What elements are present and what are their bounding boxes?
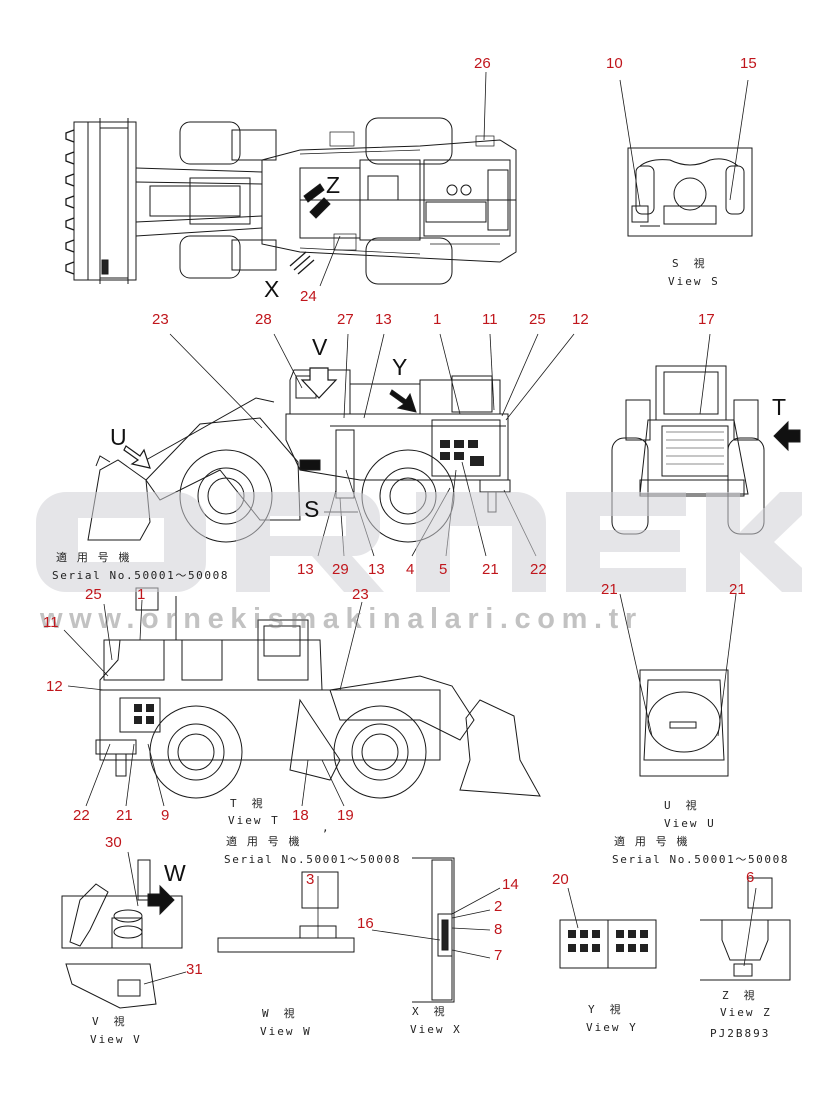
view-u-detail <box>619 593 737 777</box>
view-letter-z: Z <box>326 172 341 198</box>
callout-number: 18 <box>292 807 309 824</box>
view-y-caption-en: View Y <box>586 1021 638 1034</box>
view-letter-s: S <box>304 496 320 522</box>
callout-number: 19 <box>337 807 354 824</box>
view-x-detail <box>371 857 501 1003</box>
callout-number: 15 <box>740 55 757 72</box>
callout-number: 31 <box>186 961 203 978</box>
callout-number: 9 <box>161 807 170 824</box>
callout-number: 25 <box>529 311 546 328</box>
callout-number: 21 <box>601 581 618 598</box>
view-y-detail <box>559 887 657 969</box>
callout-number: 24 <box>300 288 317 305</box>
callout-number: 13 <box>368 561 385 578</box>
callout-number: 6 <box>746 869 755 886</box>
callout-number: 11 <box>482 311 498 328</box>
serial-label-center: 適 用 号 機 <box>226 835 302 848</box>
callout-number: 26 <box>474 55 491 72</box>
serial-number-center: Serial No.50001～50008 <box>224 853 402 866</box>
callout-number: 27 <box>337 311 354 328</box>
callout-number: 17 <box>698 311 715 328</box>
view-s-caption-jp: S 視 <box>672 257 707 270</box>
view-z-detail <box>700 877 791 981</box>
callout-number: 4 <box>406 561 415 578</box>
serial-label-left: 適 用 号 機 <box>56 551 132 564</box>
callout-number: 30 <box>105 834 122 851</box>
view-y-caption-jp: Y 視 <box>588 1003 623 1016</box>
serial-label-right: 適 用 号 機 <box>614 835 690 848</box>
view-v-detail <box>61 851 187 1009</box>
callout-number: 12 <box>46 678 63 695</box>
top-view <box>65 117 517 285</box>
callout-number: 21 <box>116 807 133 824</box>
view-w-detail <box>217 871 355 953</box>
view-letter-w: W <box>164 860 186 886</box>
view-u-caption-en: View U <box>664 817 716 830</box>
drawing-code: PJ2B893 <box>710 1027 771 1040</box>
view-x-caption-en: View X <box>410 1023 462 1036</box>
callout-number: 10 <box>606 55 623 72</box>
callout-number: 1 <box>137 586 146 603</box>
view-x-caption-jp: X 視 <box>412 1005 447 1018</box>
callout-number: 8 <box>494 921 503 938</box>
view-v-caption-jp: V 視 <box>92 1015 127 1028</box>
serial-number-left: Serial No.50001～50008 <box>52 569 230 582</box>
callout-number: 14 <box>502 876 519 893</box>
view-letter-v: V <box>312 334 328 360</box>
callout-number: 22 <box>530 561 547 578</box>
callout-number: 22 <box>73 807 90 824</box>
comma-mark: , <box>322 821 331 834</box>
callout-number: 3 <box>306 871 315 888</box>
callout-number: 23 <box>152 311 169 328</box>
view-w-caption-en: View W <box>260 1025 312 1038</box>
callout-number: 1 <box>433 311 442 328</box>
serial-number-right: Serial No.50001～50008 <box>612 853 790 866</box>
callout-number: 21 <box>729 581 746 598</box>
view-letter-u: U <box>110 424 127 450</box>
view-s-detail <box>619 79 753 237</box>
callout-number: 21 <box>482 561 499 578</box>
view-z-caption-en: View Z <box>720 1006 772 1019</box>
side-view-upper <box>87 367 511 543</box>
view-u-caption-jp: U 視 <box>664 799 699 812</box>
callout-number: 28 <box>255 311 272 328</box>
view-w-caption-jp: W 視 <box>262 1007 297 1020</box>
view-v-caption-en: View V <box>90 1033 142 1046</box>
callout-number: 5 <box>439 561 448 578</box>
side-view-lower <box>95 587 541 799</box>
view-t-caption-en: View T <box>228 814 280 827</box>
view-letter-t: T <box>772 394 787 420</box>
view-t-rear <box>611 333 801 535</box>
callout-number: 12 <box>572 311 589 328</box>
view-z-caption-jp: Z 視 <box>722 989 757 1002</box>
callout-number: 7 <box>494 947 503 964</box>
callout-number: 25 <box>85 586 102 603</box>
view-letter-x: X <box>264 276 280 302</box>
callout-number: 16 <box>357 915 374 932</box>
watermark-url: www.ornekismakinalari.com.tr <box>40 603 643 635</box>
view-s-caption-en: View S <box>668 275 720 288</box>
callout-number: 20 <box>552 871 569 888</box>
callout-number: 13 <box>297 561 314 578</box>
view-t-caption-jp: T 視 <box>230 797 265 810</box>
callout-number: 11 <box>43 614 59 631</box>
callout-number: 13 <box>375 311 392 328</box>
view-letter-y: Y <box>392 354 408 380</box>
callout-number: 2 <box>494 898 503 915</box>
callout-number: 23 <box>352 586 369 603</box>
callout-number: 29 <box>332 561 349 578</box>
